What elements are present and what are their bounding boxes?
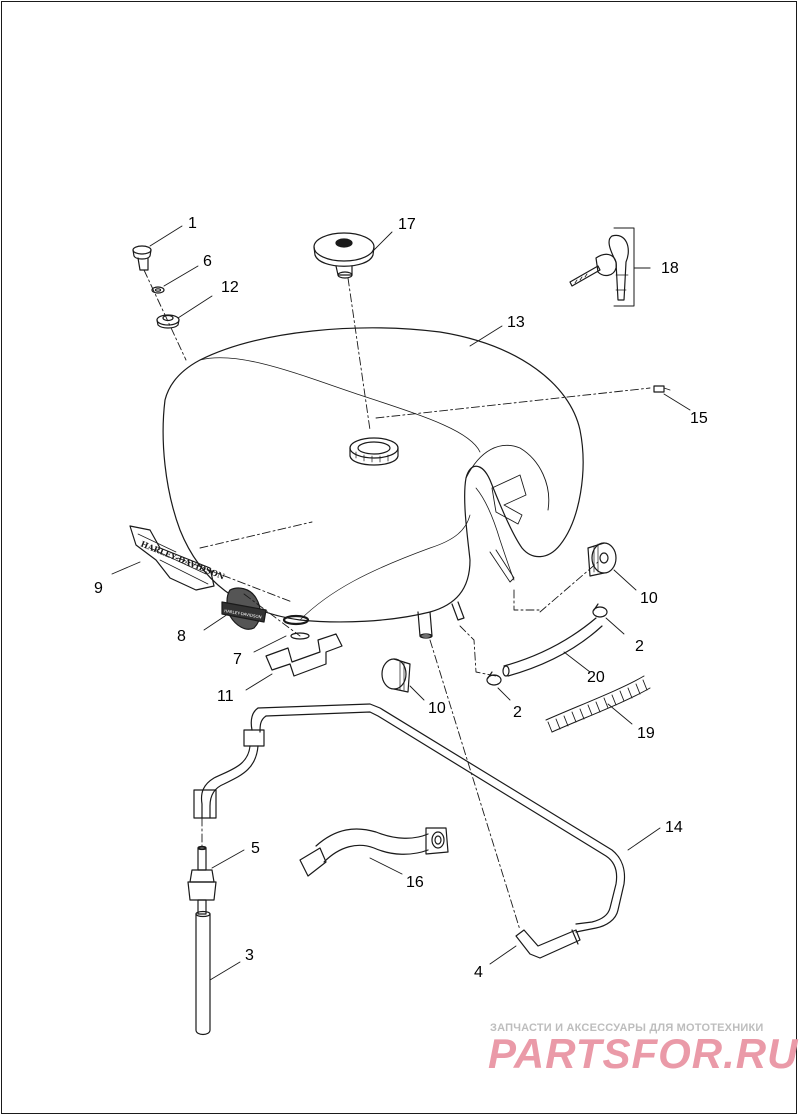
part-12-grommet: [156, 314, 180, 329]
part-20-hose: [502, 617, 603, 677]
part-2-clamp-upper: [592, 603, 608, 618]
part-2-clamp-lower: [486, 671, 502, 686]
callout-8: 8: [177, 628, 186, 645]
callout-10-upper: 10: [640, 590, 658, 607]
part-1-pin: [132, 245, 152, 271]
callout-13: 13: [507, 314, 525, 331]
callout-14: 14: [665, 819, 683, 836]
callout-4: 4: [474, 964, 483, 981]
callout-11: 11: [217, 688, 234, 705]
part-3-tube: [195, 910, 211, 1036]
callout-leader-lines: [111, 225, 691, 981]
part-10-bumper-lower: [381, 658, 411, 693]
part-9-nameplate: [129, 525, 215, 591]
part-8-badge: [221, 587, 267, 630]
callout-3: 3: [245, 947, 254, 964]
badge-text: HARLEY-DAVIDSON: [224, 608, 262, 619]
part-5-fitting: [187, 845, 217, 915]
part-10-bumper-upper: [587, 542, 617, 577]
callout-10-lower: 10: [428, 700, 446, 717]
assembly-phantom-lines: [143, 269, 651, 931]
callout-20: 20: [587, 669, 605, 686]
callout-9: 9: [94, 580, 103, 597]
part-15-screw: [653, 385, 671, 393]
part-19-spring: [545, 675, 651, 733]
part-16-quick-connect: [299, 827, 449, 877]
callout-16: 16: [406, 874, 424, 891]
callout-6: 6: [203, 253, 212, 270]
part-7-ring: [282, 614, 310, 626]
callout-5: 5: [251, 840, 260, 857]
part-17-fuel-cap: [313, 232, 375, 279]
fuel-tank: [162, 327, 584, 639]
callout-2-upper: 2: [635, 638, 644, 655]
callout-2-lower: 2: [513, 704, 522, 721]
callout-15: 15: [690, 410, 708, 427]
part-14-line: [193, 703, 626, 933]
watermark-subtitle: ЗАПЧАСТИ И АКСЕССУАРЫ ДЛЯ МОТОТЕХНИКИ: [490, 1022, 764, 1034]
callout-7: 7: [233, 651, 242, 668]
nameplate-script-text: HARLEY-DAVIDSON: [139, 539, 226, 582]
part-6-washer: [151, 286, 165, 294]
watermark-site: PARTSFOR.RU: [488, 1030, 799, 1077]
callout-17: 17: [398, 216, 416, 233]
part-11-bracket: [265, 632, 343, 677]
part-18-keys: [569, 227, 651, 307]
callout-1: 1: [188, 215, 197, 232]
callout-19: 19: [637, 725, 655, 742]
callout-18: 18: [661, 260, 679, 277]
part-4-hose-end: [515, 929, 581, 959]
callout-12: 12: [221, 279, 239, 296]
